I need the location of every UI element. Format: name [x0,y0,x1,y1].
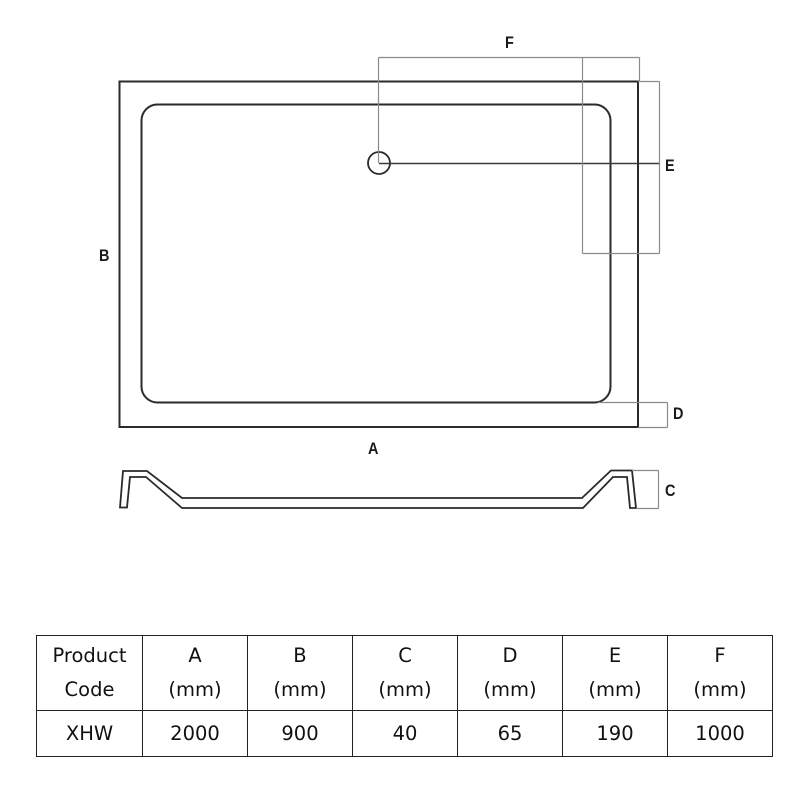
header-line1: D [502,644,518,667]
header-line2: (mm) [378,678,432,701]
header-line1: E [608,644,622,667]
header-f: F (mm) [667,635,773,711]
header-e: E (mm) [562,635,668,711]
header-line2: Code [64,678,115,701]
header-c: C (mm) [352,635,458,711]
cell-product-code: XHW [36,710,143,757]
tray-side-profile [119,469,638,509]
table-row: XHW 2000 900 40 65 190 1000 [36,710,773,757]
cell-b: 900 [247,710,353,757]
dimension-f-bracket [377,56,641,163]
dimension-label-d: D [673,404,684,423]
dimensions-table: Product Code A (mm) B (mm) C (mm) D (mm)… [36,635,773,757]
cell-e: 190 [562,710,668,757]
dimension-e-bracket [379,57,661,255]
cell-c: 40 [352,710,458,757]
cell-f: 1000 [667,710,773,757]
header-product-code: Product Code [36,635,143,711]
header-d: D (mm) [457,635,563,711]
dimension-label-b: B [99,246,110,265]
cell-d: 65 [457,710,563,757]
header-line1: C [398,644,412,667]
header-line2: (mm) [483,678,537,701]
header-line1: F [714,644,726,667]
dimension-label-a: A [368,439,379,458]
tray-drawing [118,56,669,510]
dimension-d-bracket [598,401,669,429]
header-b: B (mm) [247,635,353,711]
table-header-row: Product Code A (mm) B (mm) C (mm) D (mm)… [36,635,773,711]
cell-a: 2000 [142,710,248,757]
shower-tray-diagram: F E B D A C [99,33,684,510]
dimension-label-e: E [665,156,675,175]
header-line1: A [188,644,202,667]
header-line2: (mm) [273,678,327,701]
dimension-label-c: C [665,481,676,500]
dimension-c-bracket [632,469,660,510]
header-line1: Product [52,644,127,667]
header-line2: (mm) [168,678,222,701]
tray-inner-basin [140,103,612,404]
header-line1: B [293,644,307,667]
dimension-label-f: F [505,33,514,52]
header-line2: (mm) [693,678,747,701]
header-line2: (mm) [588,678,642,701]
header-a: A (mm) [142,635,248,711]
